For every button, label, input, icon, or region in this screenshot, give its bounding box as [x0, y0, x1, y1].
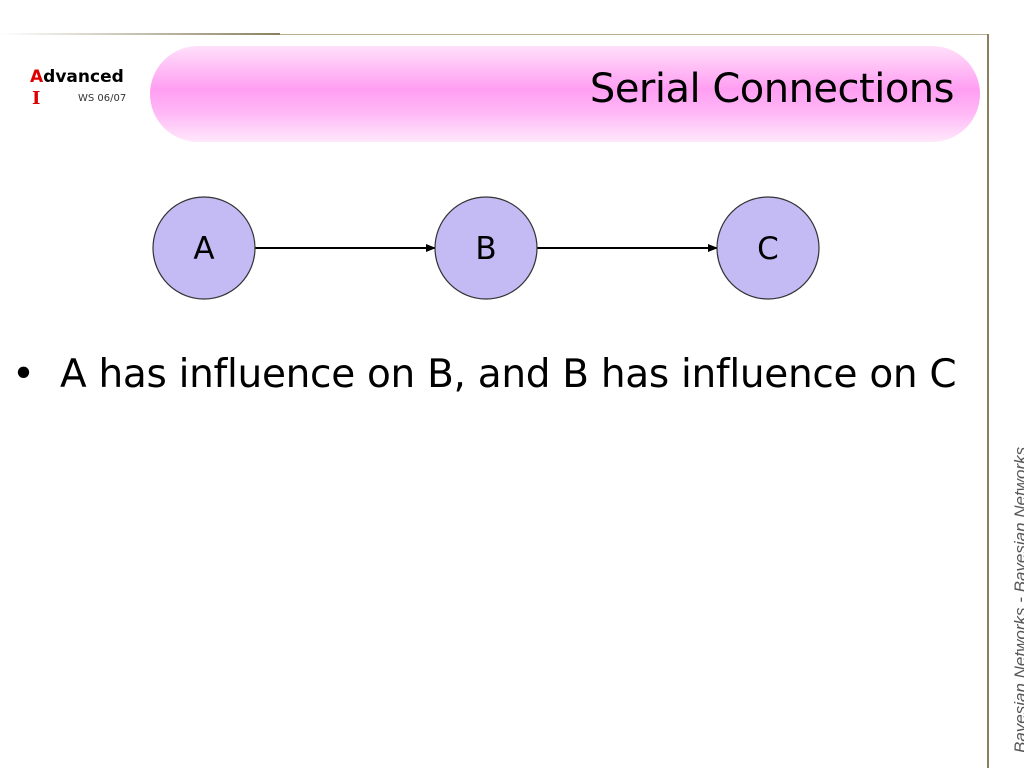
slide-title: Serial Connections [589, 66, 955, 112]
node-circle [434, 196, 538, 300]
right-margin-rule [987, 34, 989, 768]
course-logo: Advanced I WS 06/07 [30, 66, 127, 110]
title-banner: Serial Connections [150, 46, 980, 142]
node-a: A [152, 196, 256, 300]
header-accent-line [0, 33, 280, 35]
logo-line-i: I WS 06/07 [30, 88, 127, 110]
logo-letter-a: A [30, 67, 44, 87]
node-label: A [193, 231, 214, 267]
vertical-footer-label: Bayesian Networks - Bayesian Networks [1011, 446, 1024, 753]
bullet-marker: • [12, 352, 35, 397]
node-label: B [475, 231, 496, 267]
logo-word-rest: dvanced [43, 67, 124, 87]
bullet-text: A has influence on B, and B has influenc… [60, 352, 957, 397]
node-c: C [716, 196, 820, 300]
bullet-item: • A has influence on B, and B has influen… [12, 352, 957, 397]
node-label: C [757, 231, 779, 267]
node-b: B [434, 196, 538, 300]
node-circle [716, 196, 820, 300]
semester-label: WS 06/07 [78, 93, 127, 104]
node-circle [152, 196, 256, 300]
header-rule [280, 34, 989, 35]
logo-letter-i: I [32, 88, 41, 109]
logo-line-advanced: Advanced [30, 66, 124, 88]
